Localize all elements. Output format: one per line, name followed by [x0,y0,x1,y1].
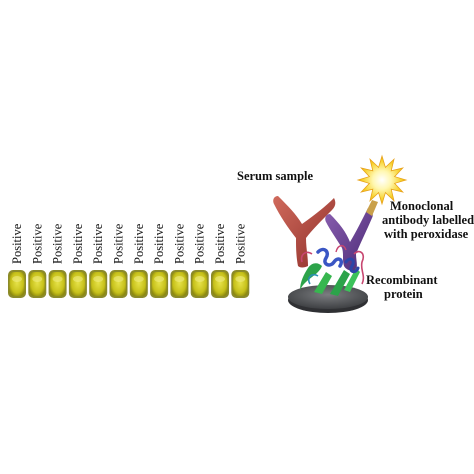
recombinant-protein-ribbon-icon [300,245,365,296]
well: Positive [170,223,189,298]
well: Positive [109,223,128,298]
positive-label: Positive [30,223,44,264]
recombinant-label-line1: Recombinant [366,273,438,287]
positive-label: Positive [172,223,186,264]
positive-label: Positive [152,223,166,264]
positive-label: Positive [193,223,207,264]
positive-label: Positive [233,223,247,264]
well: Positive [150,223,169,298]
serum-sample-label: Serum sample [237,169,313,183]
plate-disk [288,285,368,313]
positive-label: Positive [71,223,85,264]
monoclonal-label-line3: with peroxidase [384,227,469,241]
positive-label: Positive [91,223,105,264]
positive-label: Positive [132,223,146,264]
peroxidase-star-icon [356,154,408,206]
well: Positive [231,223,250,298]
monoclonal-antibody-label: Monoclonal antibody labelled with peroxi… [382,199,474,241]
positive-label: Positive [213,223,227,264]
recombinant-protein-label: Recombinant protein [366,273,438,301]
positive-label: Positive [112,223,126,264]
well: Positive [8,223,26,298]
serum-antibody-icon [273,196,336,268]
well: Positive [190,223,209,298]
recombinant-label-line2: protein [384,287,423,301]
well: Positive [48,223,67,298]
positive-wells-strip: Positive Positive Positive Positive Positive… [8,223,250,298]
monoclonal-label-line2: antibody labelled [382,213,474,227]
well: Positive [28,223,47,298]
monoclonal-label-line1: Monoclonal [390,199,454,213]
positive-label: Positive [51,223,65,264]
well: Positive [68,223,87,298]
well: Positive [129,223,148,298]
labelled-antibody-icon [325,200,378,271]
positive-label: Positive [10,223,24,264]
well: Positive [211,223,229,298]
well: Positive [89,223,108,298]
